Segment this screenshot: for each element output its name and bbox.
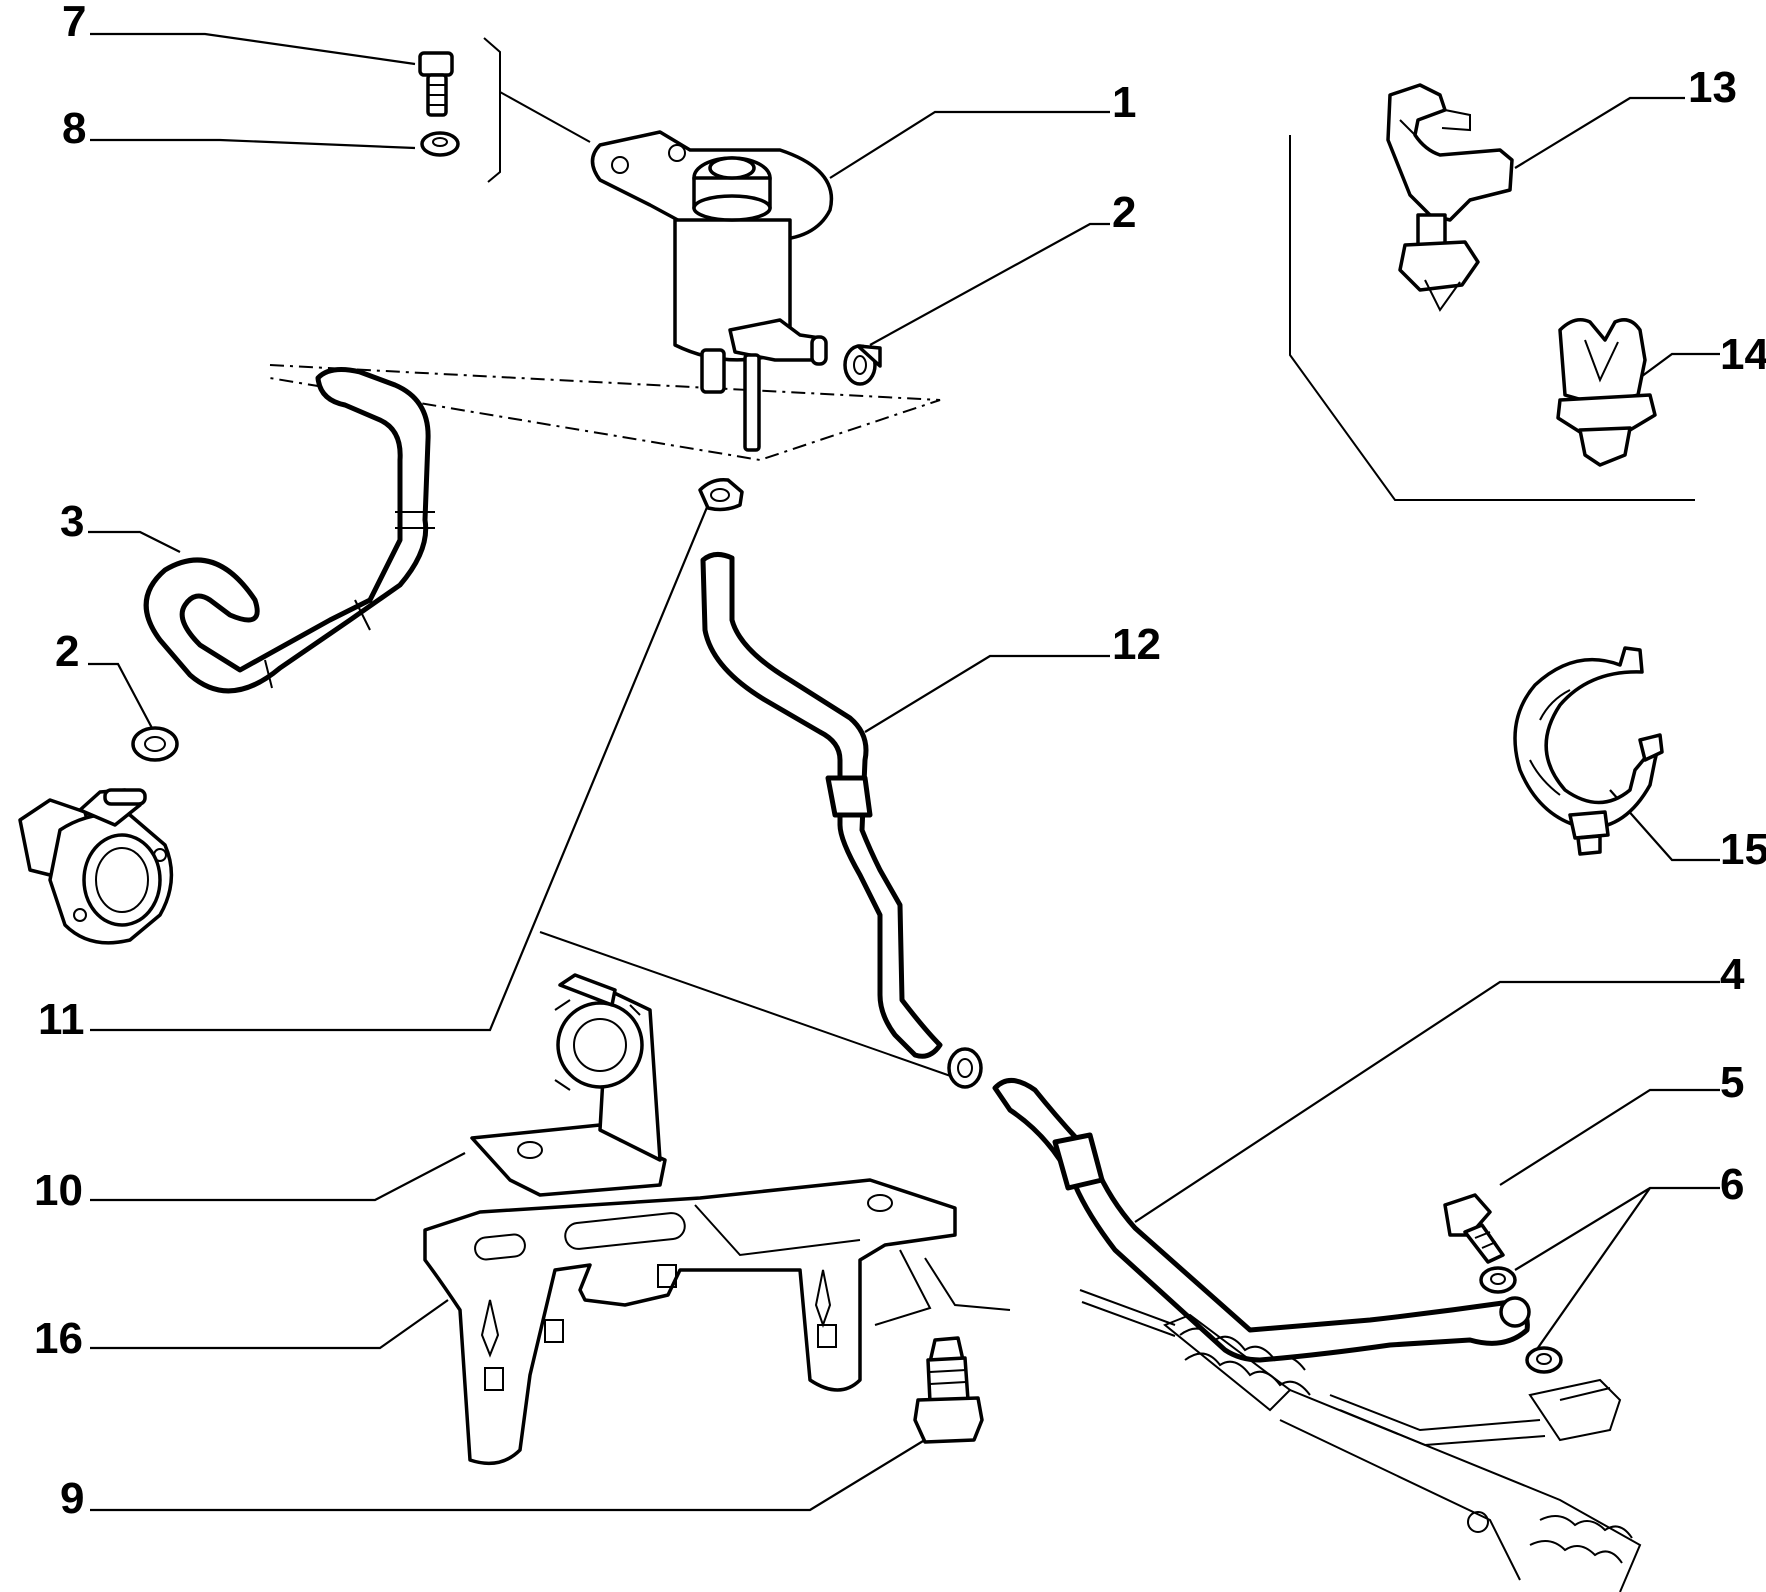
callout-14: 14 — [1720, 330, 1766, 379]
part-4-pressure-pipe — [992, 1078, 1531, 1363]
callout-13: 13 — [1688, 63, 1737, 112]
callout-15: 15 — [1720, 825, 1766, 874]
reference-lines — [269, 37, 1695, 1326]
callout-6: 6 — [1720, 1160, 1744, 1209]
part-13-pipe-clip — [1386, 83, 1514, 312]
part-15-hose-retaining-clip — [1513, 646, 1664, 856]
callout-7: 7 — [62, 0, 86, 46]
part-6-copper-washers — [1479, 1266, 1563, 1374]
part-2-hose-clamp-lower — [131, 726, 179, 762]
pump-flange-fitting — [18, 788, 174, 945]
part-16-mounting-bracket — [423, 1178, 957, 1466]
callout-1: 1 — [1112, 78, 1136, 127]
callout-4: 4 — [1720, 950, 1745, 999]
part-7-bolt — [418, 51, 454, 117]
callout-2-lower: 2 — [55, 627, 79, 676]
callout-11: 11 — [38, 995, 85, 1044]
callout-16: 16 — [34, 1314, 83, 1363]
part-10-bracket — [470, 973, 667, 1197]
callout-5: 5 — [1720, 1058, 1744, 1107]
callout-labels: 7 8 1 2 13 14 3 2 12 15 4 11 5 6 10 16 9 — [34, 0, 1766, 1523]
steering-rack — [1079, 1289, 1642, 1592]
part-12-hose — [700, 552, 943, 1059]
callout-2-upper: 2 — [1112, 188, 1136, 237]
callout-12: 12 — [1112, 620, 1161, 669]
part-14-plastic-clip — [1556, 318, 1657, 467]
callout-9: 9 — [60, 1474, 84, 1523]
part-5-banjo-bolt — [1443, 1193, 1505, 1264]
leader-lines — [88, 32, 1720, 1512]
part-9-stud-bolt — [913, 1336, 984, 1444]
callout-8: 8 — [62, 104, 86, 153]
callout-10: 10 — [34, 1166, 83, 1215]
hose-clamp-middle — [947, 1047, 983, 1089]
part-2-hose-clamp-upper — [843, 344, 882, 386]
part-3-return-hose — [143, 367, 435, 694]
part-11-hose-clamp — [698, 477, 744, 512]
callout-3: 3 — [60, 497, 84, 546]
part-8-washer — [420, 131, 460, 157]
part-1-reservoir — [590, 130, 834, 452]
